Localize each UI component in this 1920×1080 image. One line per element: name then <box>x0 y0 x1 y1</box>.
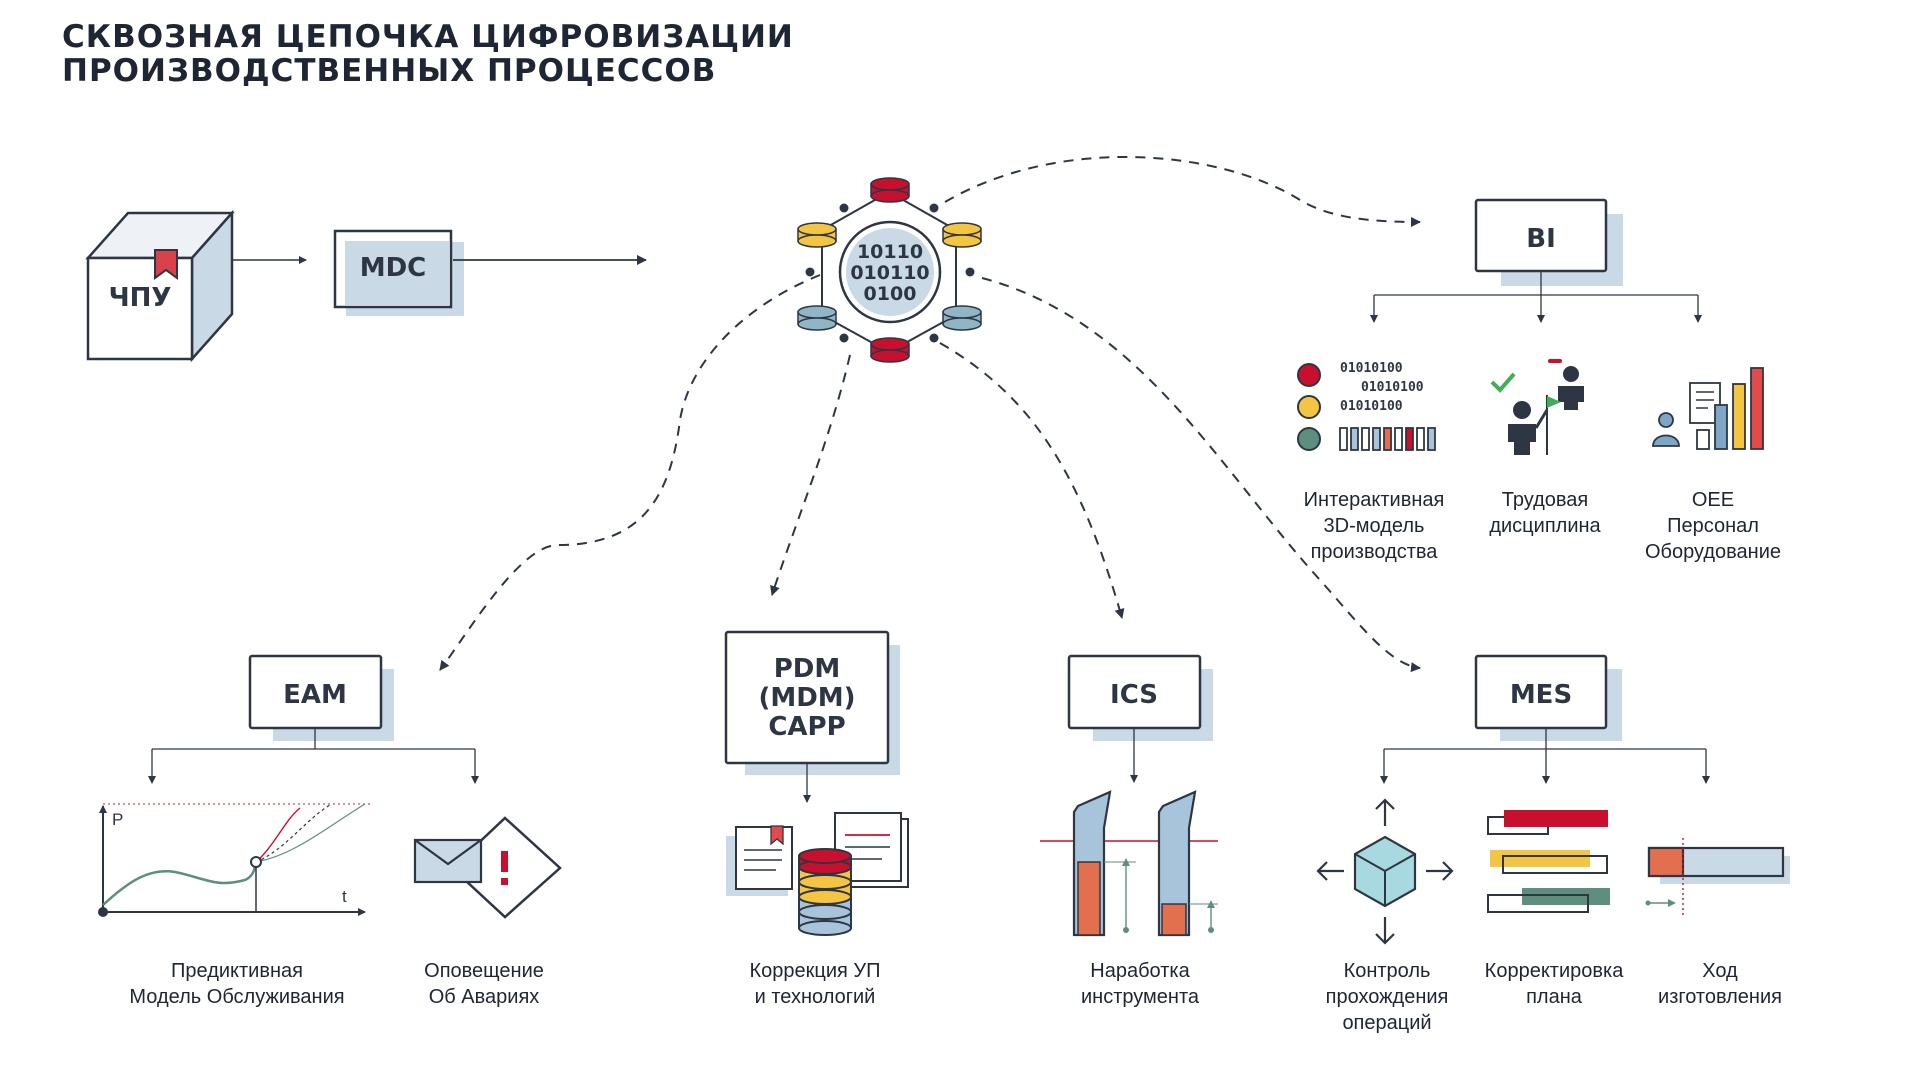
mdc-box[interactable]: MDC <box>333 229 464 316</box>
caption-line: и технологий <box>754 986 876 1008</box>
pdm-label-line-1: PDM <box>774 654 841 684</box>
caption-line: инструмента <box>1080 986 1200 1008</box>
binary-row-3: 01010100 <box>1340 399 1403 414</box>
labor-discipline-icon <box>1490 359 1584 455</box>
caption-line: Персонал <box>1667 515 1759 537</box>
oee-bars-icon <box>1652 367 1764 450</box>
caption-line: Оборудование <box>1644 541 1782 563</box>
mes-label: MES <box>1510 680 1572 710</box>
caption-line: Ход <box>1702 960 1738 982</box>
pdm-label-line-3: CAPP <box>768 712 845 742</box>
plan-adjustment-gantt-icon <box>1487 810 1610 913</box>
bi-tree <box>1370 271 1702 323</box>
ics-box[interactable]: ICS <box>1067 654 1213 741</box>
binary-row-1: 01010100 <box>1340 361 1403 376</box>
predictive-maintenance-chart-icon: P t <box>98 803 370 917</box>
caption-line: производства <box>1310 541 1438 563</box>
caption-program-correction: Коррекция УП и технологий <box>750 958 881 1010</box>
hub-binary-2: 010110 <box>850 262 929 284</box>
bi-label: BI <box>1526 224 1556 254</box>
production-progress-icon <box>1645 838 1790 918</box>
mes-box[interactable]: MES <box>1474 654 1622 741</box>
operations-control-icon <box>1316 798 1454 945</box>
caption-labor-discipline: Трудовая дисциплина <box>1489 487 1600 539</box>
cnc-label: ЧПУ <box>109 283 172 313</box>
caption-line: Модель Обслуживания <box>129 986 345 1008</box>
hub-db-upper-left <box>797 222 837 248</box>
data-hub-icon[interactable]: 10110 010110 0100 <box>797 177 982 363</box>
caption-line: Трудовая <box>1501 489 1589 511</box>
caption-tool-wear: Наработка инструмента <box>1081 958 1199 1010</box>
caption-line: Интерактивная <box>1303 489 1445 511</box>
eam-label: EAM <box>283 680 347 710</box>
pdm-label-line-2: (MDM) <box>758 683 855 713</box>
caption-line: OEE <box>1691 489 1735 511</box>
ics-label: ICS <box>1110 680 1158 710</box>
hub-binary-1: 10110 <box>857 241 923 263</box>
caption-line: Оповещение <box>424 960 544 982</box>
page-title: СКВОЗНАЯ ЦЕПОЧКА ЦИФРОВИЗАЦИИ ПРОИЗВОДСТ… <box>62 20 794 88</box>
caption-predictive-model: Предиктивная Модель Обслуживания <box>129 958 344 1010</box>
hub-db-top <box>870 177 910 203</box>
arrow-hub-ics <box>939 342 1125 619</box>
caption-interactive-3d-model: Интерактивная 3D-модель производства <box>1304 487 1445 565</box>
caption-line: 3D-модель <box>1323 515 1425 537</box>
connector-arrows <box>439 156 1421 673</box>
axis-t-label: t <box>342 887 347 906</box>
binary-row-2: 01010100 <box>1361 380 1424 395</box>
eam-box[interactable]: EAM <box>248 654 394 741</box>
mdc-label: MDC <box>360 253 427 283</box>
caption-line: дисциплина <box>1489 515 1601 537</box>
hub-db-lower-right <box>942 305 982 331</box>
caption-line: Наработка <box>1090 960 1190 982</box>
hub-binary-3: 0100 <box>864 283 917 305</box>
caption-line: изготовления <box>1658 986 1782 1008</box>
caption-line: Предиктивная <box>171 960 303 982</box>
arrow-hub-bi <box>944 156 1421 227</box>
title-line-1: СКВОЗНАЯ ЦЕПОЧКА ЦИФРОВИЗАЦИИ <box>62 19 794 55</box>
tool-wear-icon <box>1040 790 1218 937</box>
mes-tree <box>1380 728 1710 784</box>
arrow-hub-pdm <box>770 354 851 596</box>
caption-line: Об Авариях <box>428 986 540 1008</box>
hub-db-bottom <box>870 337 910 363</box>
program-correction-icon <box>726 812 909 936</box>
axis-p-label: P <box>112 810 123 829</box>
caption-line: Контроль <box>1343 960 1431 982</box>
caption-line: операций <box>1342 1012 1432 1034</box>
title-line-2: ПРОИЗВОДСТВЕННЫХ ПРОЦЕССОВ <box>62 53 717 89</box>
bi-box[interactable]: BI <box>1474 198 1623 286</box>
caption-line: прохождения <box>1325 986 1449 1008</box>
caption-line: Корректировка <box>1484 960 1624 982</box>
interactive-3d-model-icon: 01010100 01010100 01010100 <box>1297 361 1436 451</box>
caption-production-progress: Ход изготовления <box>1658 958 1782 1010</box>
caption-operations-control: Контроль прохождения операций <box>1326 958 1449 1036</box>
caption-line: Коррекция УП <box>749 960 881 982</box>
caption-line: плана <box>1526 986 1582 1008</box>
pdm-box[interactable]: PDM (MDM) CAPP <box>724 630 900 775</box>
alarm-notification-icon <box>413 816 562 919</box>
cnc-cube-icon[interactable]: ЧПУ <box>85 209 235 363</box>
arrow-hub-eam <box>439 274 821 671</box>
caption-alarm-notification: Оповещение Об Авариях <box>424 958 544 1010</box>
caption-oee: OEE Персонал Оборудование <box>1645 487 1781 565</box>
caption-plan-adjustment: Корректировка плана <box>1485 958 1624 1010</box>
eam-tree <box>148 728 479 784</box>
hub-db-lower-left <box>797 305 837 331</box>
hub-db-upper-right <box>942 222 982 248</box>
arrow-hub-mes <box>981 277 1421 673</box>
